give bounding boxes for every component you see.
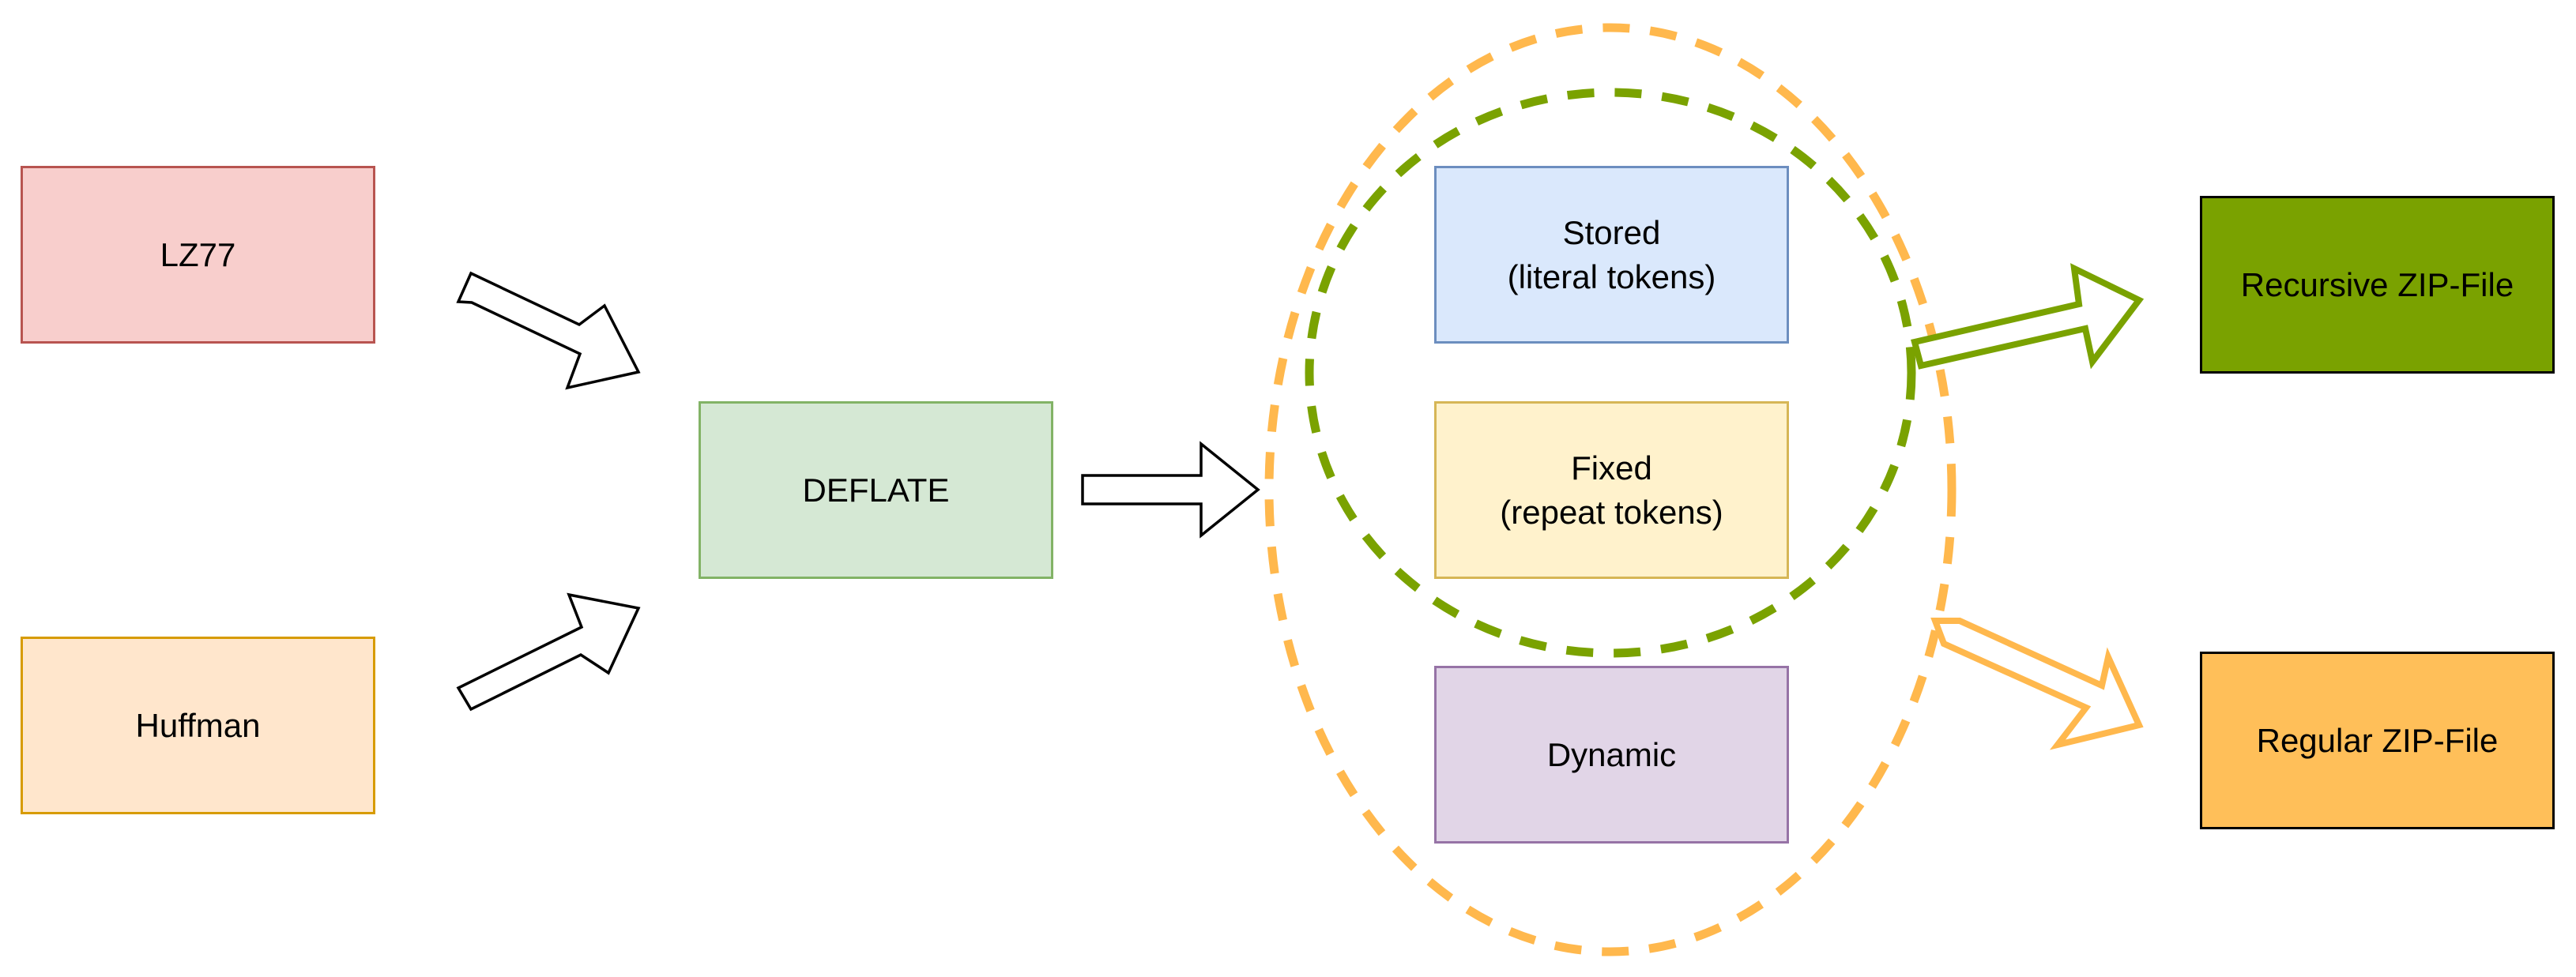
deflate-node: DEFLATE [699, 401, 1053, 579]
recursive-zip-node: Recursive ZIP-File [2200, 196, 2555, 374]
to-regular-zip-arrow [1930, 618, 2144, 750]
lz77-to-deflate-arrow [456, 271, 641, 390]
outer-group-ellipse [1264, 23, 1956, 956]
fixed-label: Fixed (repeat tokens) [1500, 449, 1723, 531]
lz77-label: LZ77 [160, 235, 236, 273]
to-recursive-zip-arrow [1911, 263, 2145, 370]
huffman-label: Huffman [135, 706, 261, 744]
huffman-to-deflate-arrow [456, 592, 641, 712]
deflate-to-modes-arrow [1081, 441, 1260, 539]
stored-label: Stored (literal tokens) [1507, 213, 1716, 295]
regular-zip-node: Regular ZIP-File [2200, 652, 2555, 829]
inner-group-circle [1305, 88, 1916, 658]
recursive-zip-label: Recursive ZIP-File [2240, 265, 2514, 303]
deflate-label: DEFLATE [802, 471, 950, 509]
dynamic-node: Dynamic [1434, 666, 1789, 844]
lz77-node: LZ77 [21, 166, 375, 344]
regular-zip-label: Regular ZIP-File [2256, 721, 2499, 759]
huffman-node: Huffman [21, 637, 375, 814]
dynamic-label: Dynamic [1546, 735, 1677, 773]
fixed-node: Fixed (repeat tokens) [1434, 401, 1789, 579]
stored-node: Stored (literal tokens) [1434, 166, 1789, 344]
